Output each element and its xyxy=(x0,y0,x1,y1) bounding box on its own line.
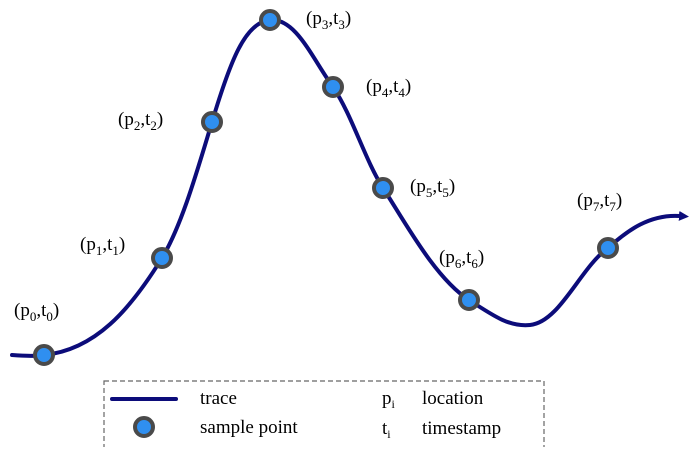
legend-sample-point-swatch xyxy=(133,416,155,438)
point-label-7: (p7,t7) xyxy=(577,190,622,214)
sample-point-1 xyxy=(151,247,173,269)
legend-border xyxy=(103,380,545,452)
sample-point-4 xyxy=(322,76,344,98)
point-label-0: (p0,t0) xyxy=(14,300,59,324)
legend-location-symbol: pi xyxy=(382,388,396,411)
sample-point-2 xyxy=(201,111,223,133)
sample-points xyxy=(33,9,619,366)
point-label-4: (p4,t4) xyxy=(366,76,411,100)
point-label-5: (p5,t5) xyxy=(410,176,455,200)
legend: trace sample point pi location ti timest… xyxy=(103,380,545,452)
sample-point-6 xyxy=(458,289,480,311)
sample-point-5 xyxy=(372,177,394,199)
sample-point-0 xyxy=(33,344,55,366)
legend-location-label: location xyxy=(422,388,484,409)
legend-timestamp-label: timestamp xyxy=(422,418,501,439)
legend-sample-point-label: sample point xyxy=(200,417,298,438)
point-label-3: (p3,t3) xyxy=(306,8,351,32)
point-label-1: (p1,t1) xyxy=(80,234,125,258)
legend-timestamp-symbol: ti xyxy=(382,418,391,441)
point-label-2: (p2,t2) xyxy=(118,109,163,133)
trace-curve xyxy=(10,17,689,358)
sample-point-3 xyxy=(259,9,281,31)
point-label-6: (p6,t6) xyxy=(439,247,484,271)
sample-point-7 xyxy=(597,237,619,259)
legend-trace-label: trace xyxy=(200,388,237,409)
